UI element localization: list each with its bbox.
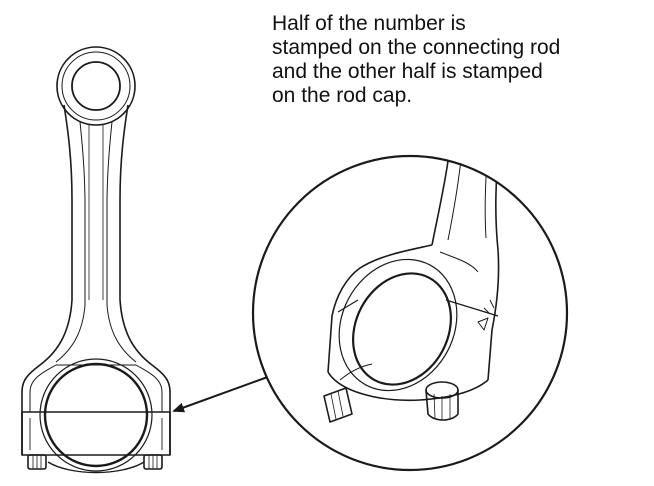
- zoom-web-left: [447, 156, 464, 241]
- zoom-bore: [352, 272, 452, 386]
- zoom-bolt-left: [323, 387, 353, 423]
- stamp-number-strokes: [483, 299, 495, 315]
- zoom-web-right: [484, 156, 489, 239]
- zoom-bore-outer: [338, 258, 458, 392]
- small-end-bore: [71, 61, 121, 111]
- small-end-outer: [56, 46, 136, 126]
- rod-bolt-left: [27, 454, 47, 470]
- zoom-cap-bottom: [327, 371, 489, 402]
- callout-line-3: and the other half is stamped: [272, 60, 543, 83]
- rod-bolt-right: [143, 454, 163, 470]
- rod-beam-right-edge: [119, 104, 171, 455]
- rod-beam-left-edge: [21, 104, 73, 455]
- stamp-mark-icon: [477, 317, 489, 331]
- zoom-beam-right: [495, 156, 501, 251]
- callout-line-1: Half of the number is: [272, 12, 466, 35]
- big-end-bore: [43, 362, 149, 468]
- rod-cap-inner-edges: [29, 418, 163, 450]
- small-end-rim: [61, 51, 131, 121]
- zoom-rod-detail: [323, 156, 501, 423]
- rod-cap: [21, 412, 171, 456]
- zoom-cap-ridge-left: [339, 363, 373, 381]
- callout-text: Half of the number is stamped on the con…: [272, 12, 642, 108]
- rod-web-left: [55, 121, 86, 363]
- rod-web-right: [106, 121, 137, 363]
- callout-line-4: on the rod cap.: [272, 84, 413, 107]
- zoom-housing-left: [327, 244, 433, 373]
- zoom-detail-border: [251, 154, 569, 472]
- callout-line-2: stamped on the connecting rod: [272, 36, 561, 59]
- zoom-beam-left: [431, 156, 453, 246]
- zoom-housing-ridge: [439, 251, 479, 273]
- zoom-bolt-right: [425, 381, 459, 421]
- big-end-upper: [29, 364, 163, 413]
- zoom-detail: [251, 154, 569, 472]
- arrow-left-icon: [172, 373, 277, 413]
- connecting-rod: [21, 46, 171, 474]
- rod-cap-bottom: [47, 461, 145, 474]
- big-end-bore-outer: [39, 358, 153, 472]
- zoom-housing-right: [487, 249, 500, 381]
